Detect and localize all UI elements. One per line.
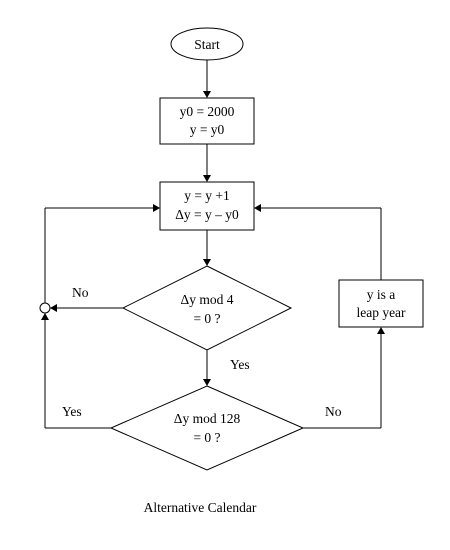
diagram-caption: Alternative Calendar <box>144 500 257 515</box>
leap-line2: leap year <box>356 305 406 320</box>
leap-line1: y is a <box>367 287 396 302</box>
mod128-decision-diamond <box>109 385 305 471</box>
mod128-yes-label: Yes <box>62 404 82 419</box>
arrowhead-junction-bottom <box>41 313 49 320</box>
mod4-line1: Δy mod 4 <box>181 292 234 307</box>
arrowhead-init <box>203 91 211 98</box>
leap-year-box <box>338 279 424 328</box>
arrowhead-leap <box>377 327 385 334</box>
mod4-no-label: No <box>72 285 89 300</box>
arrowhead-loop-right <box>254 204 261 212</box>
mod4-line2: = 0 ? <box>193 311 220 326</box>
increment-line2: Δy = y – y0 <box>175 207 239 222</box>
mod128-no-label: No <box>325 404 342 419</box>
mod128-line2: = 0 ? <box>193 430 220 445</box>
start-label: Start <box>194 37 220 52</box>
arrowhead-mod128 <box>203 379 211 386</box>
arrowhead-increment <box>203 175 211 182</box>
increment-line1: y = y +1 <box>184 188 230 203</box>
junction-connector <box>39 302 51 314</box>
mod4-decision-diamond <box>121 265 293 351</box>
init-line2: y = y0 <box>190 122 225 137</box>
init-process-box <box>159 97 255 145</box>
arrowhead-loop-left <box>153 204 160 212</box>
arrowhead-mod4 <box>203 259 211 266</box>
arrowhead-junction <box>50 304 57 312</box>
mod4-yes-label: Yes <box>230 357 250 372</box>
init-line1: y0 = 2000 <box>180 104 235 119</box>
mod128-line1: Δy mod 128 <box>174 411 241 426</box>
